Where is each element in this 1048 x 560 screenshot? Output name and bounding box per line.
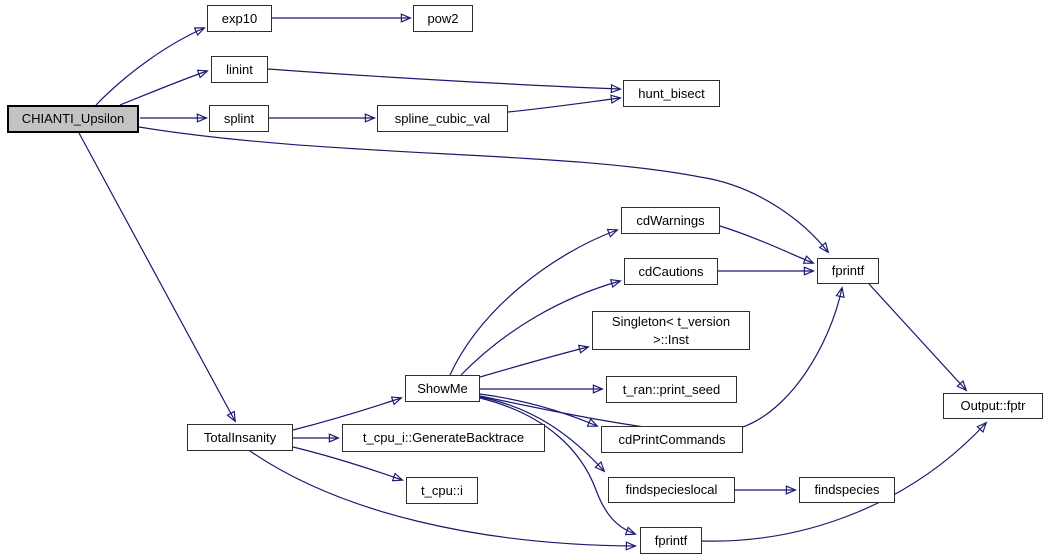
node-linint[interactable]: linint <box>211 56 268 83</box>
node-exp10[interactable]: exp10 <box>207 5 272 32</box>
edge-linint-hunt-bisect <box>267 68 622 94</box>
edge-totalinsanity-fprintf <box>249 450 637 551</box>
edge-chianti-totalinsanity <box>78 132 236 423</box>
edge-showme-findspecieslocal <box>479 396 606 473</box>
edge-showme-cdprintcommands <box>479 393 599 427</box>
node-showme[interactable]: ShowMe <box>405 375 480 402</box>
node-findspecieslocal[interactable]: findspecieslocal <box>608 477 735 503</box>
edge-chianti-exp10 <box>95 27 206 106</box>
node-totalinsanity[interactable]: TotalInsanity <box>187 424 293 451</box>
node-t-cpu-i[interactable]: t_cpu::i <box>406 477 478 504</box>
edge-showme-fprintf-top <box>479 286 845 433</box>
edge-showme-cdcautions <box>460 278 622 376</box>
edge-chianti-fprintf-top <box>138 126 830 254</box>
edge-showme-singleton <box>479 344 590 378</box>
edge-showme-fprintf-bottom <box>479 397 637 536</box>
edge-chianti-linint <box>119 69 209 106</box>
node-pow2[interactable]: pow2 <box>413 5 473 32</box>
node-cdwarnings[interactable]: cdWarnings <box>621 207 720 234</box>
node-splint[interactable]: splint <box>209 105 269 132</box>
edge-totalinsanity-showme <box>292 396 403 431</box>
edge-fprintf-bottom-output-fptr <box>701 421 988 542</box>
node-output-fptr[interactable]: Output::fptr <box>943 393 1043 419</box>
edge-cdwarnings-fprintf <box>719 225 815 264</box>
edge-fprintf-output-fptr <box>868 283 968 392</box>
node-findspecies[interactable]: findspecies <box>799 477 895 503</box>
node-cdcautions[interactable]: cdCautions <box>624 258 718 285</box>
node-fprintf-bottom[interactable]: fprintf <box>640 527 702 554</box>
node-fprintf-top[interactable]: fprintf <box>817 258 879 284</box>
node-t-ran-print-seed[interactable]: t_ran::print_seed <box>606 376 737 403</box>
node-chianti-upsilon: CHIANTI_Upsilon <box>7 105 139 133</box>
node-singleton-inst[interactable]: Singleton< t_version >::Inst <box>592 311 750 350</box>
node-spline-cubic-val[interactable]: spline_cubic_val <box>377 105 508 132</box>
node-cdprintcommands[interactable]: cdPrintCommands <box>601 426 743 453</box>
node-hunt-bisect[interactable]: hunt_bisect <box>623 80 720 107</box>
edge-showme-cdwarnings <box>449 228 619 376</box>
node-generate-backtrace[interactable]: t_cpu_i::GenerateBacktrace <box>342 424 545 452</box>
edge-totalinsanity-tcpui <box>292 446 404 482</box>
edge-spline-hunt-bisect <box>507 94 622 113</box>
